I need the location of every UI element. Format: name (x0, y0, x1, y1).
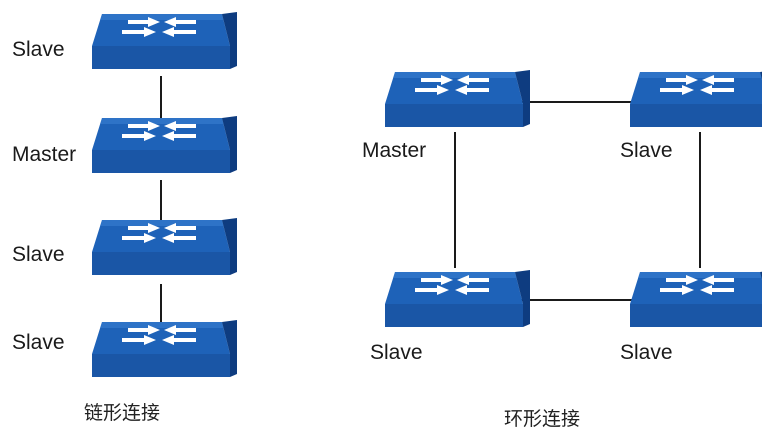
chain-switch-3 (92, 218, 237, 275)
ring-switch-bottom-left (385, 270, 530, 327)
ring-links (454, 101, 701, 301)
ring-label-bottom-right: Slave (620, 341, 673, 364)
chain-label-4: Slave (12, 331, 65, 354)
ring-label-bottom-left: Slave (370, 341, 423, 364)
chain-label-2: Master (12, 143, 77, 166)
ring-label-top-left: Master (362, 139, 427, 162)
chain-switch-4 (92, 320, 237, 377)
ring-switch-top-right (630, 70, 762, 127)
ring-label-top-right: Slave (620, 139, 673, 162)
chain-label-3: Slave (12, 243, 65, 266)
ring-switch-top-left (385, 70, 530, 127)
chain-label-1: Slave (12, 38, 65, 61)
ring-switch-bottom-right (630, 270, 762, 327)
chain-switch-1 (92, 12, 237, 69)
ring-caption: 环形连接 (504, 408, 581, 430)
chain-caption: 链形连接 (84, 402, 161, 424)
chain-switch-2 (92, 116, 237, 173)
